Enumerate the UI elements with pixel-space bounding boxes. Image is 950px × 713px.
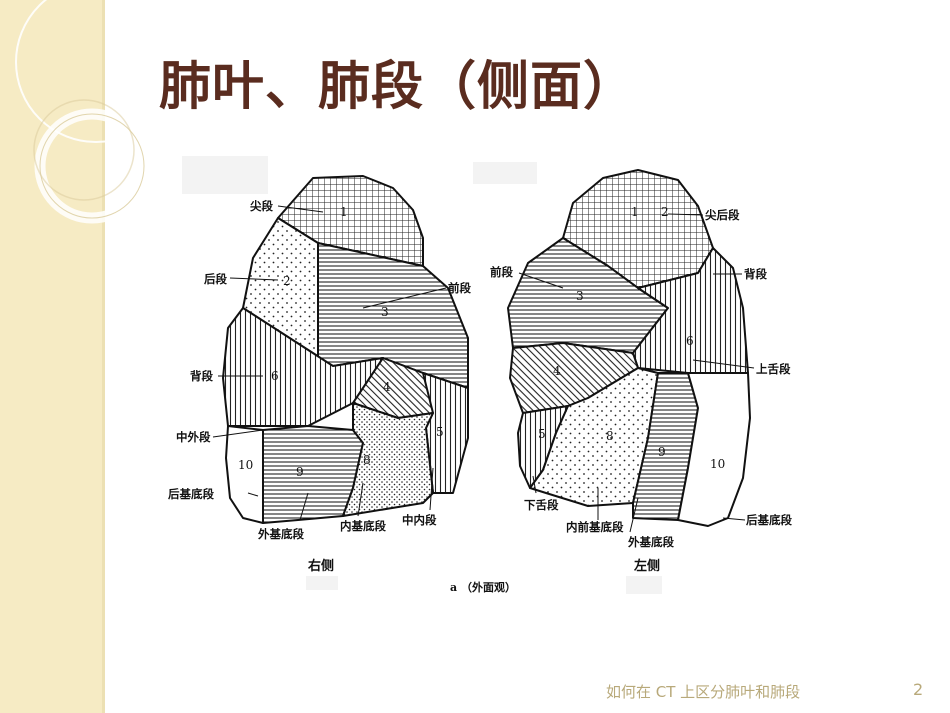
left-side-label: 左侧 — [634, 558, 660, 574]
segment-labels: 尖段 后段 前段 背段 中外段 后基底段 外基底段 内基底段 中内段 尖后段 前… — [168, 199, 792, 549]
label-apicoposterior: 尖后段 — [705, 208, 740, 222]
footer-text: 如何在 CT 上区分肺叶和肺段 — [606, 683, 801, 701]
label-left-posterior-basal: 后基底段 — [746, 513, 792, 527]
segment-number: 6 — [686, 334, 694, 348]
left-lung — [507, 169, 751, 527]
right-segment-8 — [342, 402, 434, 517]
segment-number: 9 — [296, 465, 304, 479]
segment-number: 3 — [576, 289, 584, 303]
label-inferior-lingular: 下舌段 — [524, 498, 559, 512]
slide-title: 肺叶、肺段（侧面） — [159, 56, 637, 117]
label-anteromedial-basal: 内前基底段 — [566, 520, 624, 534]
side-band-edge — [102, 0, 105, 713]
segment-number: 10 — [238, 458, 253, 472]
label-left-lateral-basal: 外基底段 — [627, 535, 674, 549]
segment-number: 4 — [383, 380, 391, 394]
figure-caption: a （外面观） — [450, 580, 516, 594]
label-left-superior: 背段 — [744, 267, 767, 281]
label-medial-basal: 内基底段 — [340, 519, 386, 533]
segment-number: 5 — [538, 427, 546, 441]
segment-number: 4 — [553, 364, 561, 378]
right-side-label: 右侧 — [307, 558, 334, 574]
segment-number: 2 — [283, 274, 291, 288]
label-superior-lingular: 上舌段 — [756, 362, 791, 376]
right-segment-10 — [225, 425, 264, 524]
label-superior: 背段 — [190, 369, 213, 383]
segment-number: 1 — [340, 205, 348, 219]
segment-number: 6 — [271, 369, 279, 383]
page-number: 2 — [913, 680, 924, 699]
scan-patch — [306, 576, 338, 590]
scan-patch — [626, 576, 662, 594]
segment-number: 9 — [658, 445, 666, 459]
left-segment-8 — [529, 367, 659, 507]
label-posterior: 后段 — [204, 272, 227, 286]
segment-numbers: 1 2 3 4 5 6 8 9 10 1 2 3 4 5 6 8 9 10 — [238, 205, 725, 479]
leader-lines — [212, 205, 755, 533]
right-lung — [222, 175, 469, 524]
segment-number: 2 — [661, 205, 669, 219]
decorative-rings — [15, 0, 150, 224]
segment-number: 1 — [631, 205, 639, 219]
label-left-anterior: 前段 — [490, 265, 513, 279]
label-apical: 尖段 — [250, 199, 273, 213]
scan-patch — [182, 156, 268, 194]
label-medial-middle: 中内段 — [402, 513, 437, 527]
segment-number: 8 — [606, 429, 614, 443]
label-lateral-middle: 中外段 — [176, 430, 211, 444]
label-lateral-basal: 外基底段 — [257, 527, 304, 541]
segment-number: 3 — [381, 305, 389, 319]
segment-number: 5 — [436, 425, 444, 439]
segment-number: 8 — [363, 453, 371, 467]
label-anterior: 前段 — [448, 281, 471, 295]
lung-segments-figure: 1 2 3 4 5 6 8 9 10 1 2 3 4 5 6 8 9 10 — [168, 156, 792, 594]
segment-number: 10 — [710, 457, 725, 471]
scan-patch — [473, 162, 537, 184]
left-segment-10 — [677, 372, 751, 527]
label-posterior-basal: 后基底段 — [168, 487, 214, 501]
